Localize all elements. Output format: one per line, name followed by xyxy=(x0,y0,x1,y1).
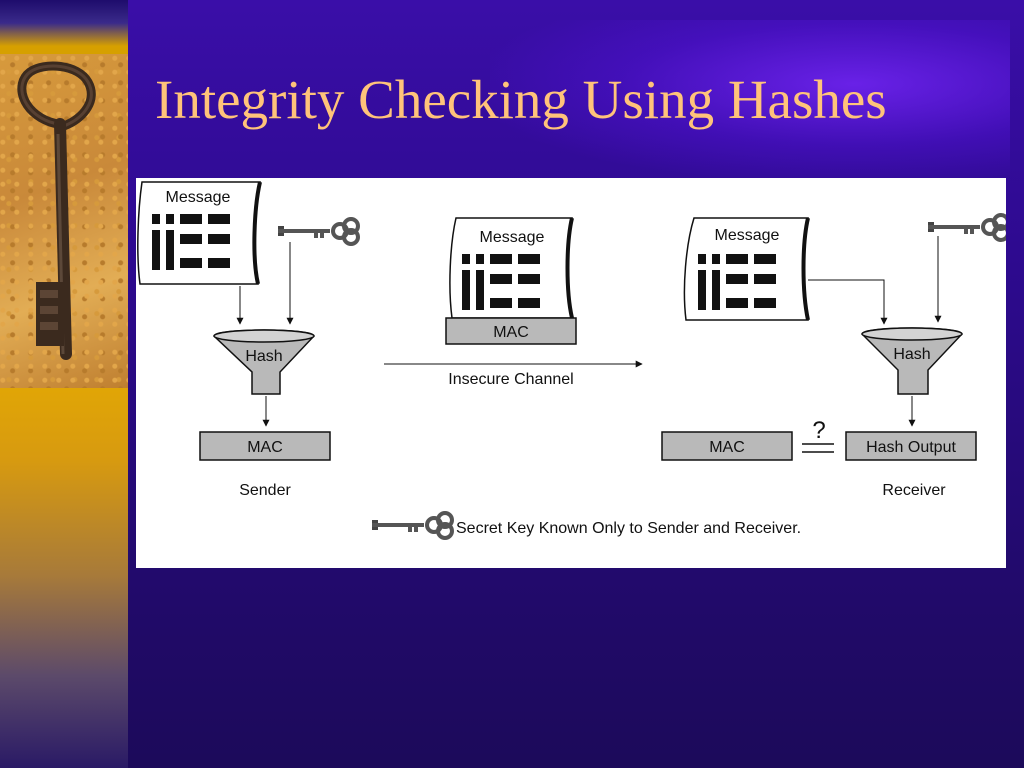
mac-diagram: Message Hash MAC Sender Message MAC xyxy=(136,178,1006,568)
sender-hash-label: Hash xyxy=(245,348,282,365)
receiver-caption: Receiver xyxy=(882,482,946,499)
sender-mac-label: MAC xyxy=(247,439,283,456)
channel-mac-box: MAC xyxy=(445,317,577,345)
receiver-message-document: Message xyxy=(683,217,810,321)
sender-message-label: Message xyxy=(166,189,231,206)
channel-message-label: Message xyxy=(480,229,545,246)
diagram-canvas: Message Hash MAC Sender Message MAC xyxy=(137,181,1006,540)
receiver-mac-box: MAC xyxy=(661,431,793,461)
slide-title: Integrity Checking Using Hashes xyxy=(155,69,887,130)
receiver-message-label: Message xyxy=(715,227,780,244)
receiver-mac-label: MAC xyxy=(709,439,745,456)
receiver-key-icon xyxy=(926,213,1006,242)
legend-text: Secret Key Known Only to Sender and Rece… xyxy=(456,520,801,537)
sender-key-icon xyxy=(276,217,360,246)
channel-message-document: Message xyxy=(449,217,574,319)
sender-caption: Sender xyxy=(239,482,291,499)
receiver-message-arrow xyxy=(808,279,888,325)
legend-key-icon xyxy=(370,511,454,540)
comparison-symbol: ? xyxy=(802,417,834,453)
channel-caption: Insecure Channel xyxy=(448,371,573,388)
hash-output-label: Hash Output xyxy=(866,439,956,456)
comparison-question-mark: ? xyxy=(812,417,825,444)
key-photo-panel xyxy=(0,54,128,388)
sender-funnel-icon: Hash xyxy=(213,329,315,395)
channel-mac-label: MAC xyxy=(493,324,529,341)
receiver-funnel-icon: Hash xyxy=(861,327,963,395)
sender-message-document: Message xyxy=(137,181,262,285)
receiver-hash-label: Hash xyxy=(893,346,930,363)
key-image xyxy=(17,61,96,360)
left-decorative-band xyxy=(0,0,128,768)
sender-mac-box: MAC xyxy=(199,431,331,461)
hash-output-box: Hash Output xyxy=(845,431,977,461)
